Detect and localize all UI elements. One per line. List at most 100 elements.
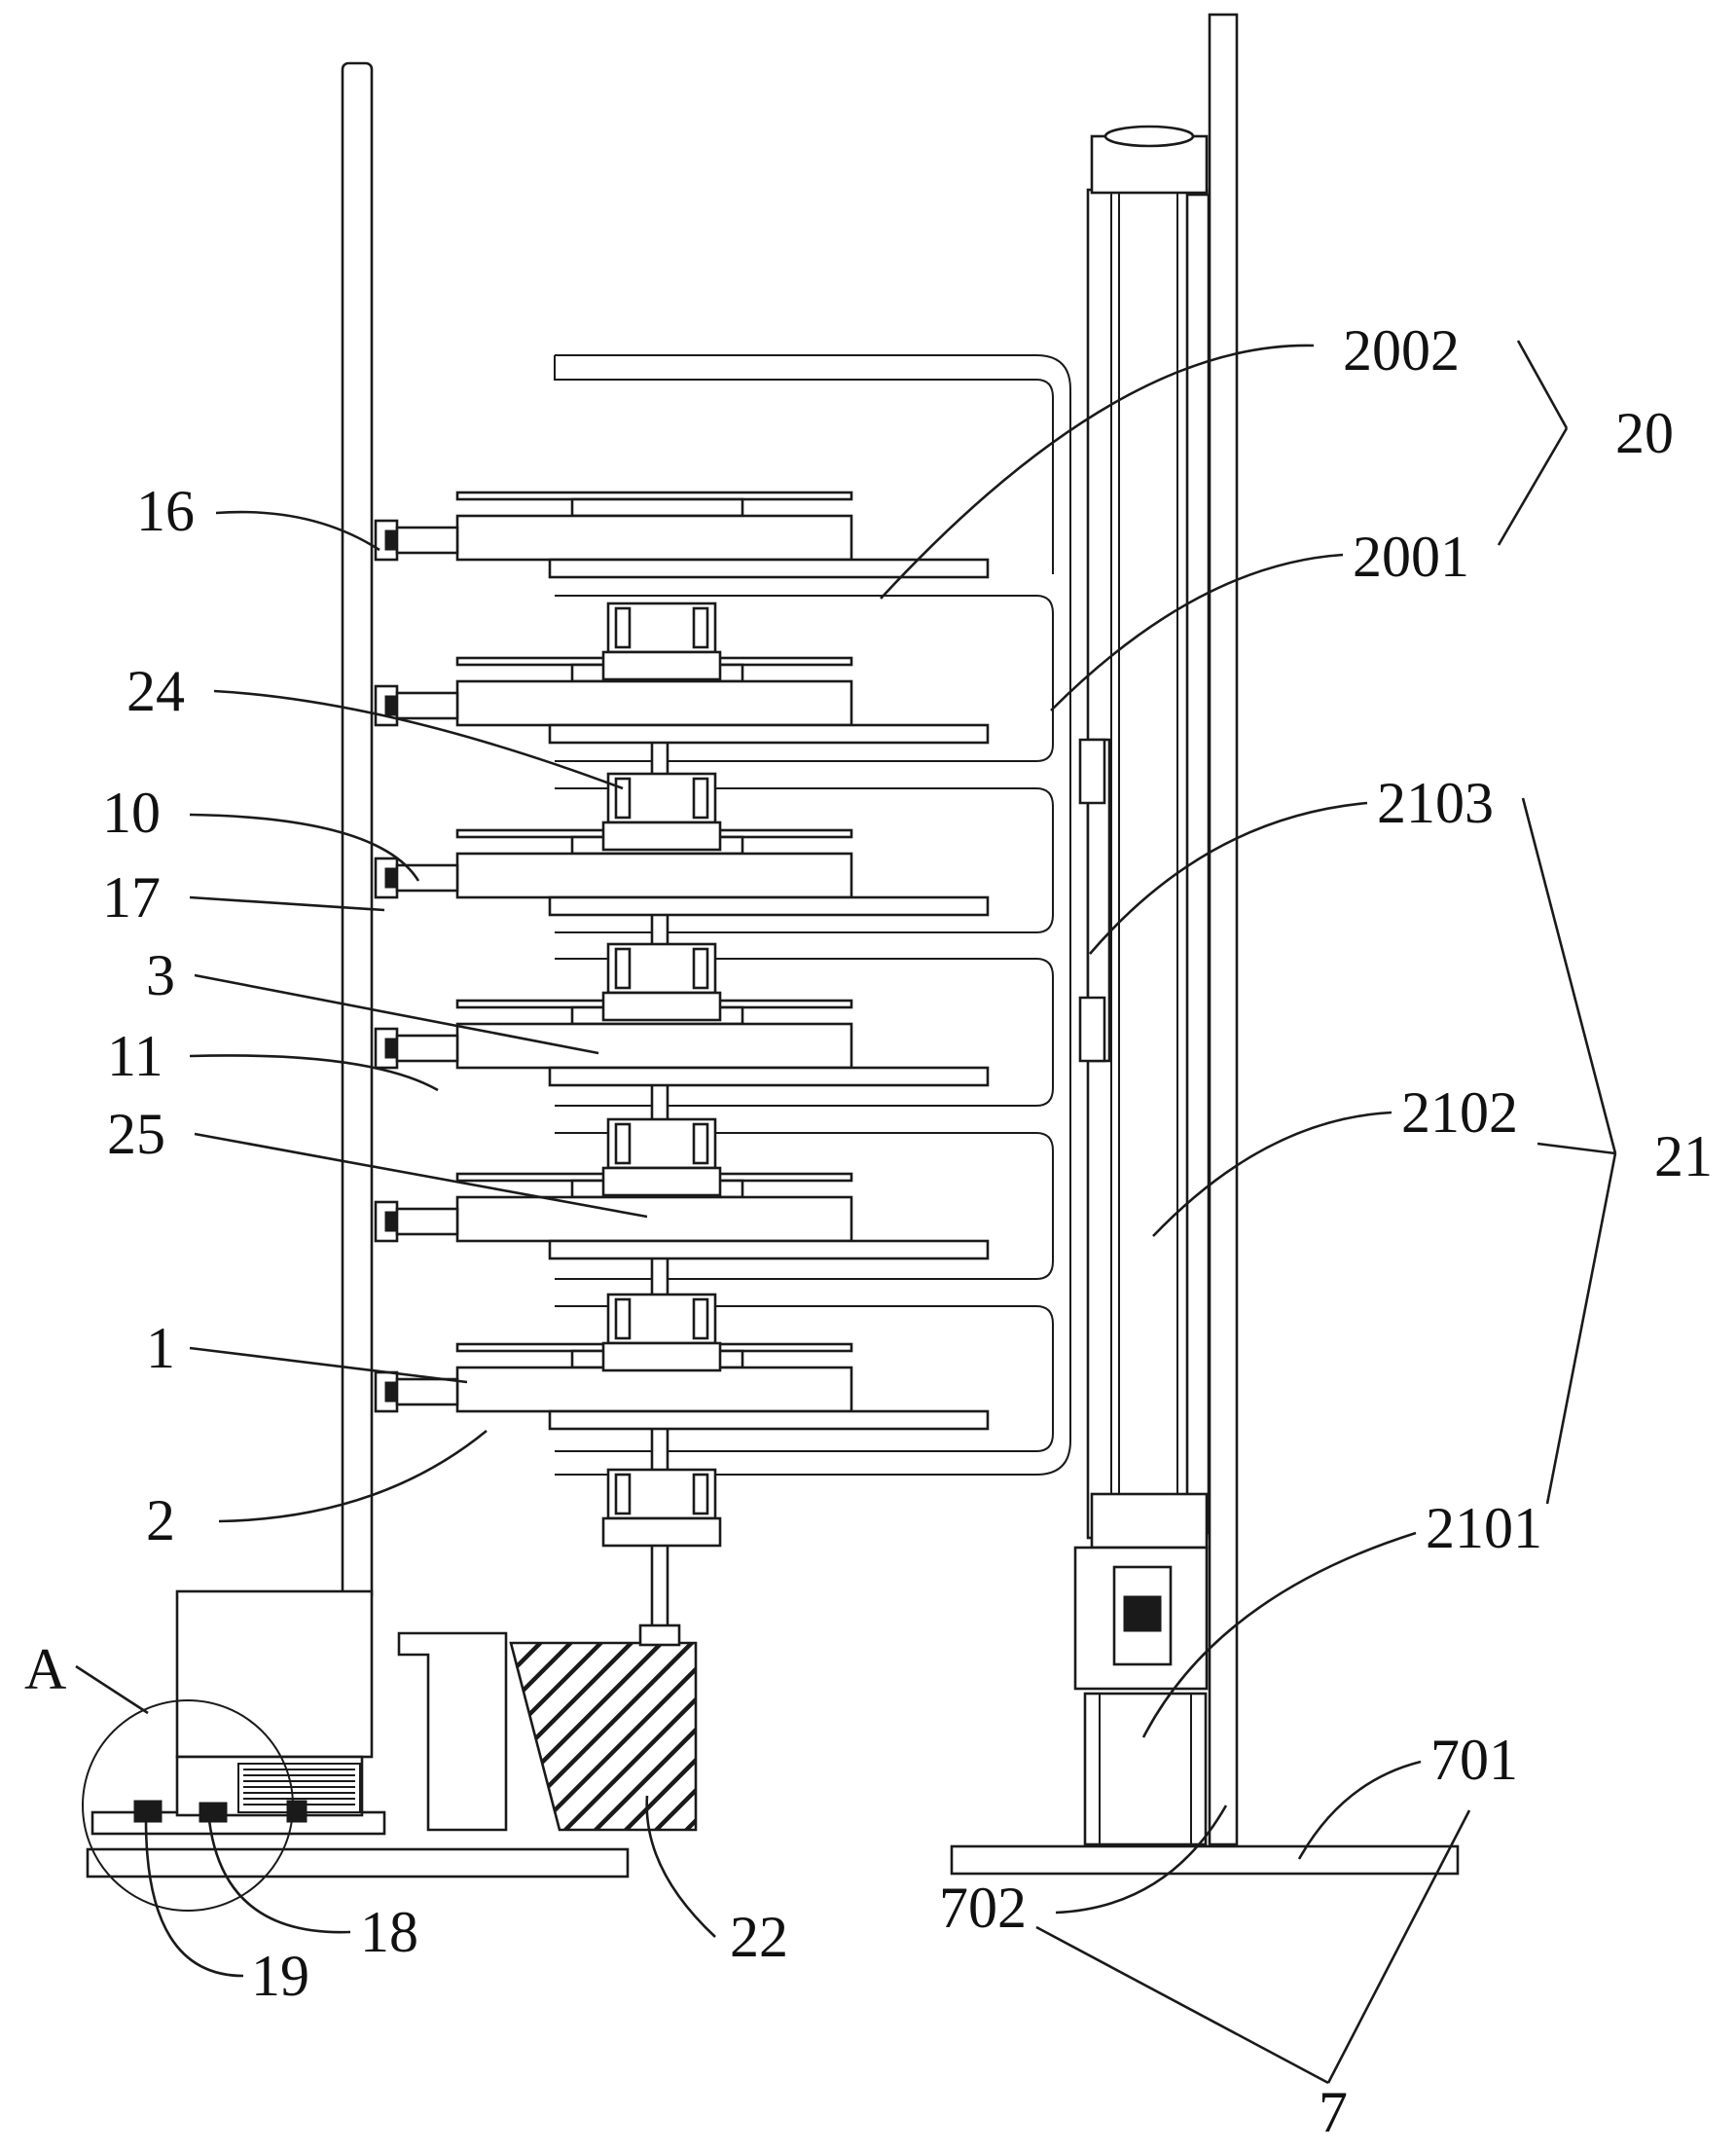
leader-line-2	[218, 1429, 488, 1523]
leader-line-3	[194, 973, 599, 1055]
leader-line-2102	[1152, 1111, 1392, 1237]
leader-line-2001	[1050, 553, 1344, 711]
serpentine-belt-inner-loops	[555, 595, 1054, 1452]
spacer-collar-2	[601, 821, 722, 852]
tray-side-arm-5	[395, 1207, 459, 1236]
left-base-plate	[86, 1847, 630, 1878]
support-bracket	[397, 1631, 508, 1832]
leader-line-1	[189, 1346, 468, 1384]
leader-line-25	[194, 1132, 648, 1219]
actuator-bottom-block	[1090, 1492, 1209, 1550]
tray-connector-grip-6	[384, 1381, 398, 1403]
label-3: 3	[146, 943, 175, 1007]
spacer-rod-left-6	[614, 1473, 632, 1515]
spacer-rod-right-3	[692, 947, 709, 990]
tray-plate-4	[455, 1022, 853, 1070]
label-17: 17	[102, 865, 161, 930]
leader-line-18	[207, 1819, 351, 1934]
spacer-rod-right-1	[692, 606, 709, 649]
tray-connector-grip-5	[384, 1211, 398, 1232]
tray-side-arm-2	[395, 691, 459, 720]
label-2002: 2002	[1343, 318, 1460, 383]
label-2: 2	[146, 1488, 175, 1552]
tray-bottom-strip-6	[548, 1409, 990, 1431]
tray-connector-grip-1	[384, 529, 398, 551]
label-24: 24	[127, 659, 185, 723]
label-10: 10	[102, 781, 161, 845]
belt-top-return	[554, 355, 1054, 574]
shaft-nut	[638, 1623, 681, 1647]
spacer-rod-right-4	[692, 1122, 709, 1165]
tray-plate-5	[455, 1195, 853, 1243]
spacer-rod-right-6	[692, 1473, 709, 1515]
spacer-rod-left-2	[614, 777, 632, 820]
label-22: 22	[730, 1905, 788, 1969]
leader-line-21-lower	[1545, 1152, 1617, 1505]
tray-side-arm-3	[395, 863, 459, 893]
spacer-rod-left-5	[614, 1297, 632, 1340]
coupling-spring	[1123, 1595, 1162, 1632]
spacer-collar-6	[601, 1516, 722, 1548]
tray-bottom-strip-1	[548, 558, 990, 579]
label-2102: 2102	[1401, 1080, 1518, 1145]
leader-line-16	[215, 510, 380, 552]
spacer-collar-5	[601, 1341, 722, 1372]
spacer-rod-left-3	[614, 947, 632, 990]
base-plate-701	[950, 1844, 1460, 1876]
motor-box	[175, 1589, 374, 1759]
hatched-block-22	[509, 1641, 698, 1832]
leader-line-7-left	[1035, 1925, 1329, 2085]
leader-line-24	[213, 689, 624, 790]
tray-bottom-strip-4	[548, 1066, 990, 1087]
leader-line-2101	[1141, 1531, 1417, 1738]
leader-line-2103	[1089, 801, 1368, 955]
leader-line-20-upper	[1516, 340, 1569, 429]
leader-line-701	[1297, 1760, 1422, 1860]
label-11: 11	[107, 1024, 163, 1088]
tray-connector-grip-3	[384, 867, 398, 889]
tray-side-arm-6	[395, 1377, 459, 1406]
spacer-collar-4	[601, 1166, 722, 1197]
leader-line-22	[645, 1795, 716, 1938]
motor-2101	[1083, 1692, 1208, 1846]
fitting-18	[199, 1802, 228, 1823]
tray-connector-grip-4	[384, 1038, 398, 1059]
leader-line-20-lower	[1497, 427, 1569, 546]
label-19: 19	[251, 1944, 309, 2008]
label-16: 16	[136, 479, 195, 543]
label-7: 7	[1319, 2080, 1348, 2144]
label-20: 20	[1615, 401, 1674, 465]
label-701: 701	[1430, 1728, 1518, 1792]
leader-line-2002	[880, 344, 1315, 600]
label-2101: 2101	[1426, 1496, 1542, 1560]
spacer-collar-3	[601, 991, 722, 1022]
label-2103: 2103	[1377, 771, 1494, 835]
tray-bottom-strip-2	[548, 723, 990, 745]
slider-bottom-bracket	[1078, 996, 1106, 1063]
tray-connector-grip-2	[384, 695, 398, 716]
label-702: 702	[939, 1876, 1027, 1940]
right-frame-post	[1208, 13, 1239, 1846]
leader-line-21-upper	[1521, 797, 1617, 1154]
tray-bottom-strip-3	[548, 895, 990, 917]
leader-line-A	[75, 1664, 149, 1715]
spacer-collar-1	[601, 650, 722, 681]
leader-line-11	[189, 1054, 439, 1092]
label-18: 18	[360, 1900, 418, 1964]
tray-plate-2	[455, 679, 853, 727]
label-21: 21	[1654, 1124, 1713, 1188]
leader-line-7-right	[1326, 1809, 1471, 2084]
label-1: 1	[146, 1316, 175, 1380]
spacer-rod-right-5	[692, 1297, 709, 1340]
serpentine-belt-20	[555, 354, 1071, 1476]
gear-stack	[237, 1763, 361, 1813]
tray-plate-6	[455, 1366, 853, 1413]
label-A: A	[24, 1637, 66, 1701]
tray-side-arm-4	[395, 1034, 459, 1063]
spacer-rod-left-4	[614, 1122, 632, 1165]
actuator-top-dome	[1103, 125, 1195, 148]
leader-line-17	[189, 895, 385, 912]
tray-side-arm-1	[395, 526, 459, 555]
tray-plate-3	[455, 852, 853, 899]
